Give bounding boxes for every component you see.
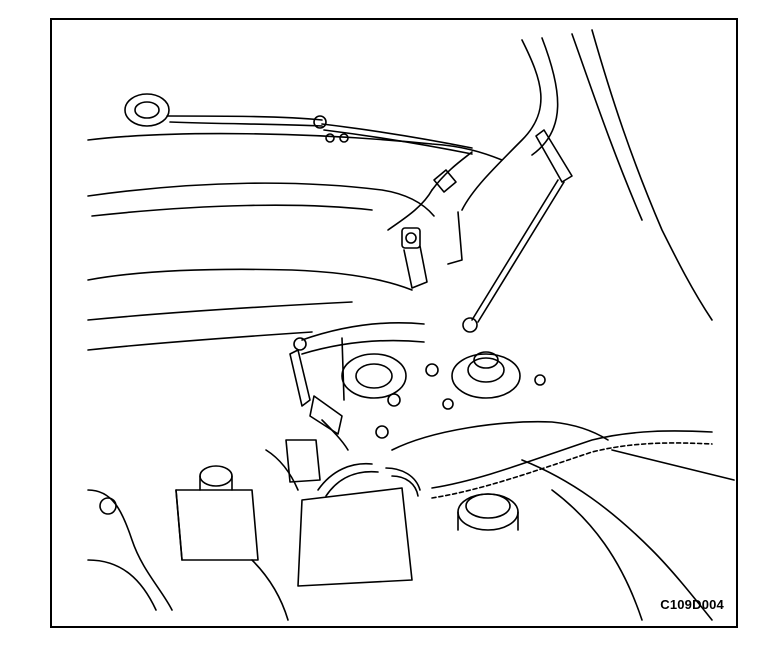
hood-support-strut: [463, 130, 572, 332]
hood-release-cable: [167, 116, 472, 154]
brake-master-cylinder: [266, 440, 420, 586]
washer-reservoir-cap: [458, 494, 518, 530]
inner-fender-right: [522, 450, 734, 620]
hood-hinge: [388, 152, 472, 288]
illustration-frame: C109D004: [50, 18, 738, 628]
fluid-reservoir-left: [176, 466, 258, 560]
lower-left-components: [88, 490, 288, 620]
figure-code: C109D004: [660, 597, 724, 612]
hood-panel: [88, 30, 712, 350]
engine-bay-illustration: [52, 20, 736, 626]
strut-tower: [392, 352, 608, 450]
wiring-harness: [432, 431, 712, 498]
wiper-motor-assembly: [290, 323, 438, 450]
